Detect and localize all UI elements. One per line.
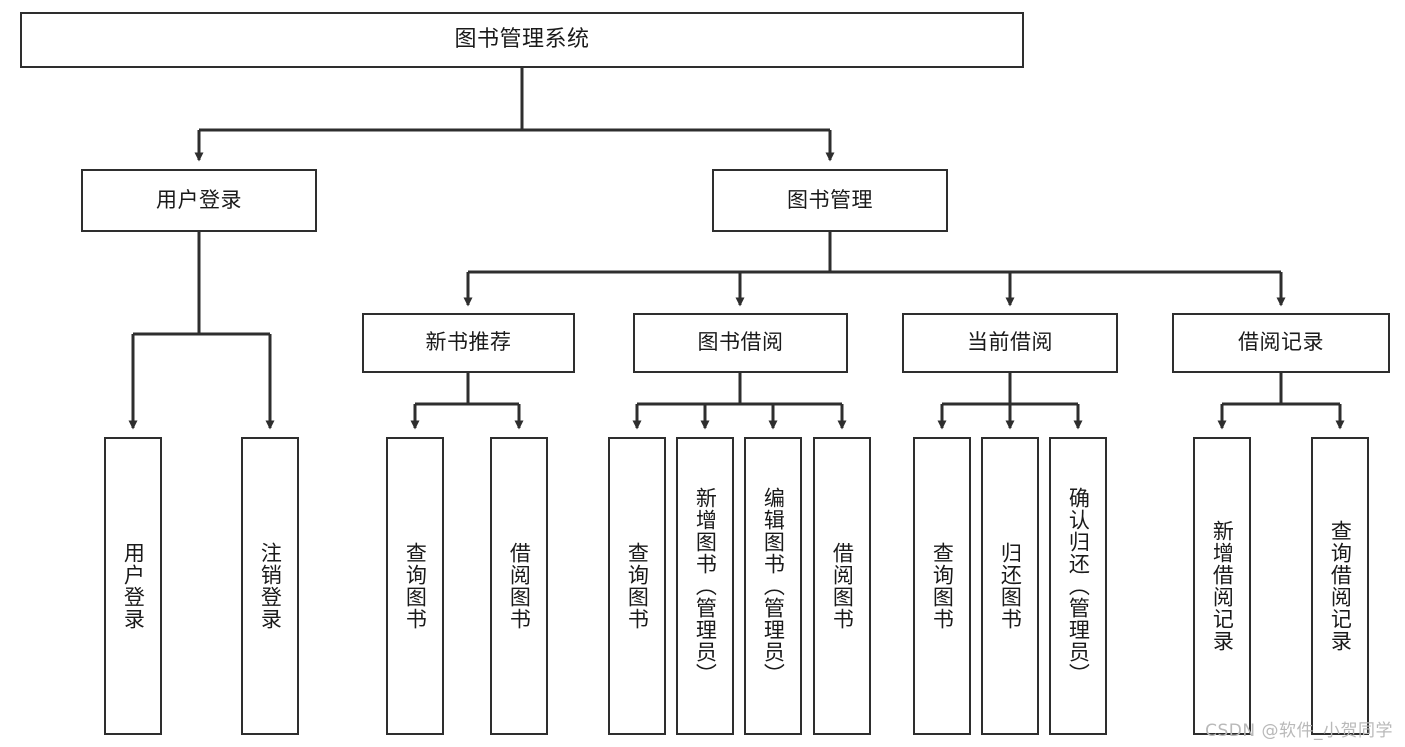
- leaf-label: 查询借阅记录: [1328, 520, 1353, 652]
- leaf-label: 查询图书: [625, 542, 650, 630]
- node-book-management[interactable]: 图书管理: [712, 169, 948, 232]
- node-user-login[interactable]: 用户登录: [81, 169, 317, 232]
- leaf-label: 借阅图书: [830, 542, 855, 630]
- node-borrow-record[interactable]: 借阅记录: [1172, 313, 1390, 373]
- leaf-query-book-2[interactable]: 查询图书: [608, 437, 666, 735]
- leaf-label: 借阅图书: [507, 542, 532, 630]
- leaf-add-record[interactable]: 新增借阅记录: [1193, 437, 1251, 735]
- leaf-logout-login[interactable]: 注销登录: [241, 437, 299, 735]
- leaf-label: 用户登录: [121, 542, 146, 630]
- leaf-label: 确认归还（管理员）: [1066, 487, 1091, 685]
- leaf-borrow-book-1[interactable]: 借阅图书: [490, 437, 548, 735]
- leaf-label: 查询图书: [930, 542, 955, 630]
- node-current-borrow[interactable]: 当前借阅: [902, 313, 1118, 373]
- leaf-user-login[interactable]: 用户登录: [104, 437, 162, 735]
- leaf-query-book-3[interactable]: 查询图书: [913, 437, 971, 735]
- leaf-query-book-1[interactable]: 查询图书: [386, 437, 444, 735]
- leaf-confirm-return[interactable]: 确认归还（管理员）: [1049, 437, 1107, 735]
- leaf-label: 查询图书: [403, 542, 428, 630]
- leaf-label: 归还图书: [998, 542, 1023, 630]
- leaf-return-book[interactable]: 归还图书: [981, 437, 1039, 735]
- leaf-borrow-book-2[interactable]: 借阅图书: [813, 437, 871, 735]
- leaf-query-record[interactable]: 查询借阅记录: [1311, 437, 1369, 735]
- leaf-label: 注销登录: [258, 542, 283, 630]
- node-root-book-management-system[interactable]: 图书管理系统: [20, 12, 1024, 68]
- leaf-label: 新增图书（管理员）: [693, 487, 718, 685]
- leaf-label: 新增借阅记录: [1210, 520, 1235, 652]
- leaf-label: 编辑图书（管理员）: [761, 487, 786, 685]
- leaf-add-book[interactable]: 新增图书（管理员）: [676, 437, 734, 735]
- csdn-watermark: CSDN @软件_小贺同学: [1205, 721, 1393, 741]
- leaf-edit-book[interactable]: 编辑图书（管理员）: [744, 437, 802, 735]
- node-new-book-recommend[interactable]: 新书推荐: [362, 313, 575, 373]
- node-book-borrow[interactable]: 图书借阅: [633, 313, 848, 373]
